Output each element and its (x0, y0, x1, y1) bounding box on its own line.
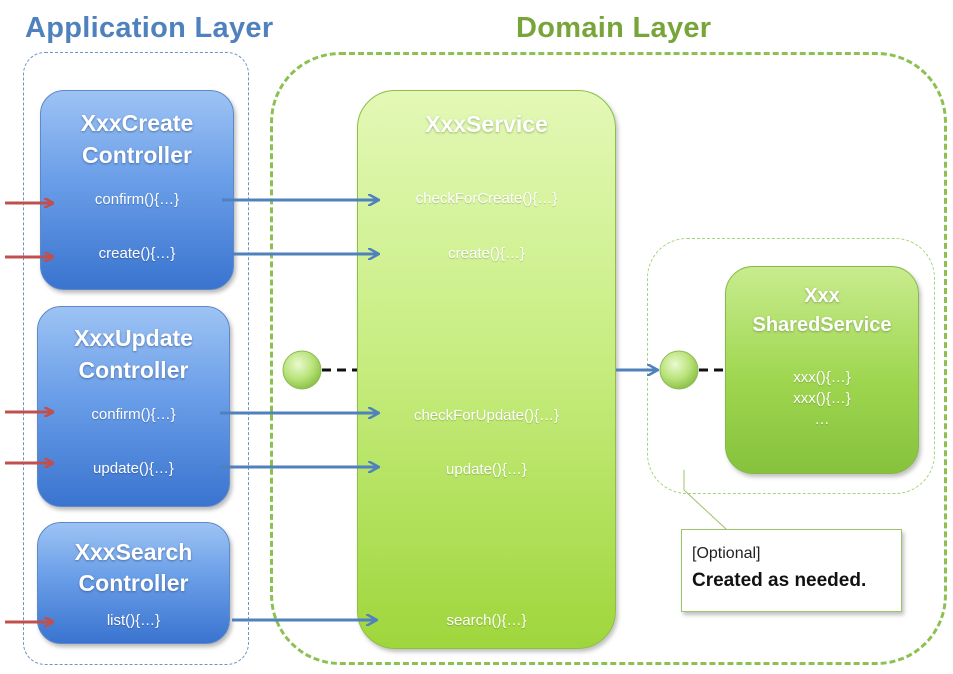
service-title: XxxService (425, 111, 548, 137)
shared-method-ellipsis: … (814, 411, 830, 428)
shared-interface-icon (659, 350, 699, 390)
shared-method: xxx(){…} (793, 390, 851, 407)
shared-service-title: Xxx (804, 285, 840, 307)
confirm-method: confirm(){…} (94, 191, 180, 208)
note-created-as-needed: Created as needed. (692, 570, 867, 591)
xxx-service: XxxService checkForCreate(){…} create(){… (357, 90, 616, 649)
confirm-method: confirm(){…} (91, 406, 176, 423)
controller-title: Controller (78, 357, 189, 383)
controller-title: Controller (82, 142, 192, 168)
controller-title: XxxSearch (74, 539, 193, 565)
note-callout-pointer (683, 470, 727, 530)
xxx-search-controller: XxxSearch Controller list(){…} (37, 522, 230, 644)
shared-service-title: SharedService (752, 314, 892, 336)
create-method: create(){…} (448, 245, 525, 262)
update-method: update(){…} (93, 460, 174, 477)
create-method: create(){…} (98, 245, 176, 262)
optional-note: [Optional] Created as needed. (681, 529, 902, 612)
domain-layer-title: Domain Layer (516, 12, 712, 44)
xxx-create-controller: XxxCreate Controller confirm(){…} create… (40, 90, 234, 290)
list-method: list(){…} (106, 612, 161, 629)
application-layer-title: Application Layer (25, 12, 274, 44)
controller-title: Controller (78, 570, 189, 596)
xxx-shared-service: Xxx SharedService xxx(){…} xxx(){…} … (725, 266, 919, 474)
application-layer-frame (23, 52, 249, 665)
controller-title: XxxUpdate (74, 325, 193, 351)
check-for-create-method: checkForCreate(){…} (415, 190, 558, 207)
search-method: search(){…} (446, 612, 527, 629)
note-optional-label: [Optional] (692, 545, 761, 562)
domain-layer-frame (270, 52, 947, 665)
update-method: update(){…} (446, 461, 527, 478)
controller-title: XxxCreate (80, 110, 194, 136)
check-for-update-method: checkForUpdate(){…} (413, 407, 560, 424)
service-interface-icon (282, 350, 322, 390)
shared-method: xxx(){…} (793, 369, 851, 386)
xxx-update-controller: XxxUpdate Controller confirm(){…} update… (37, 306, 230, 507)
